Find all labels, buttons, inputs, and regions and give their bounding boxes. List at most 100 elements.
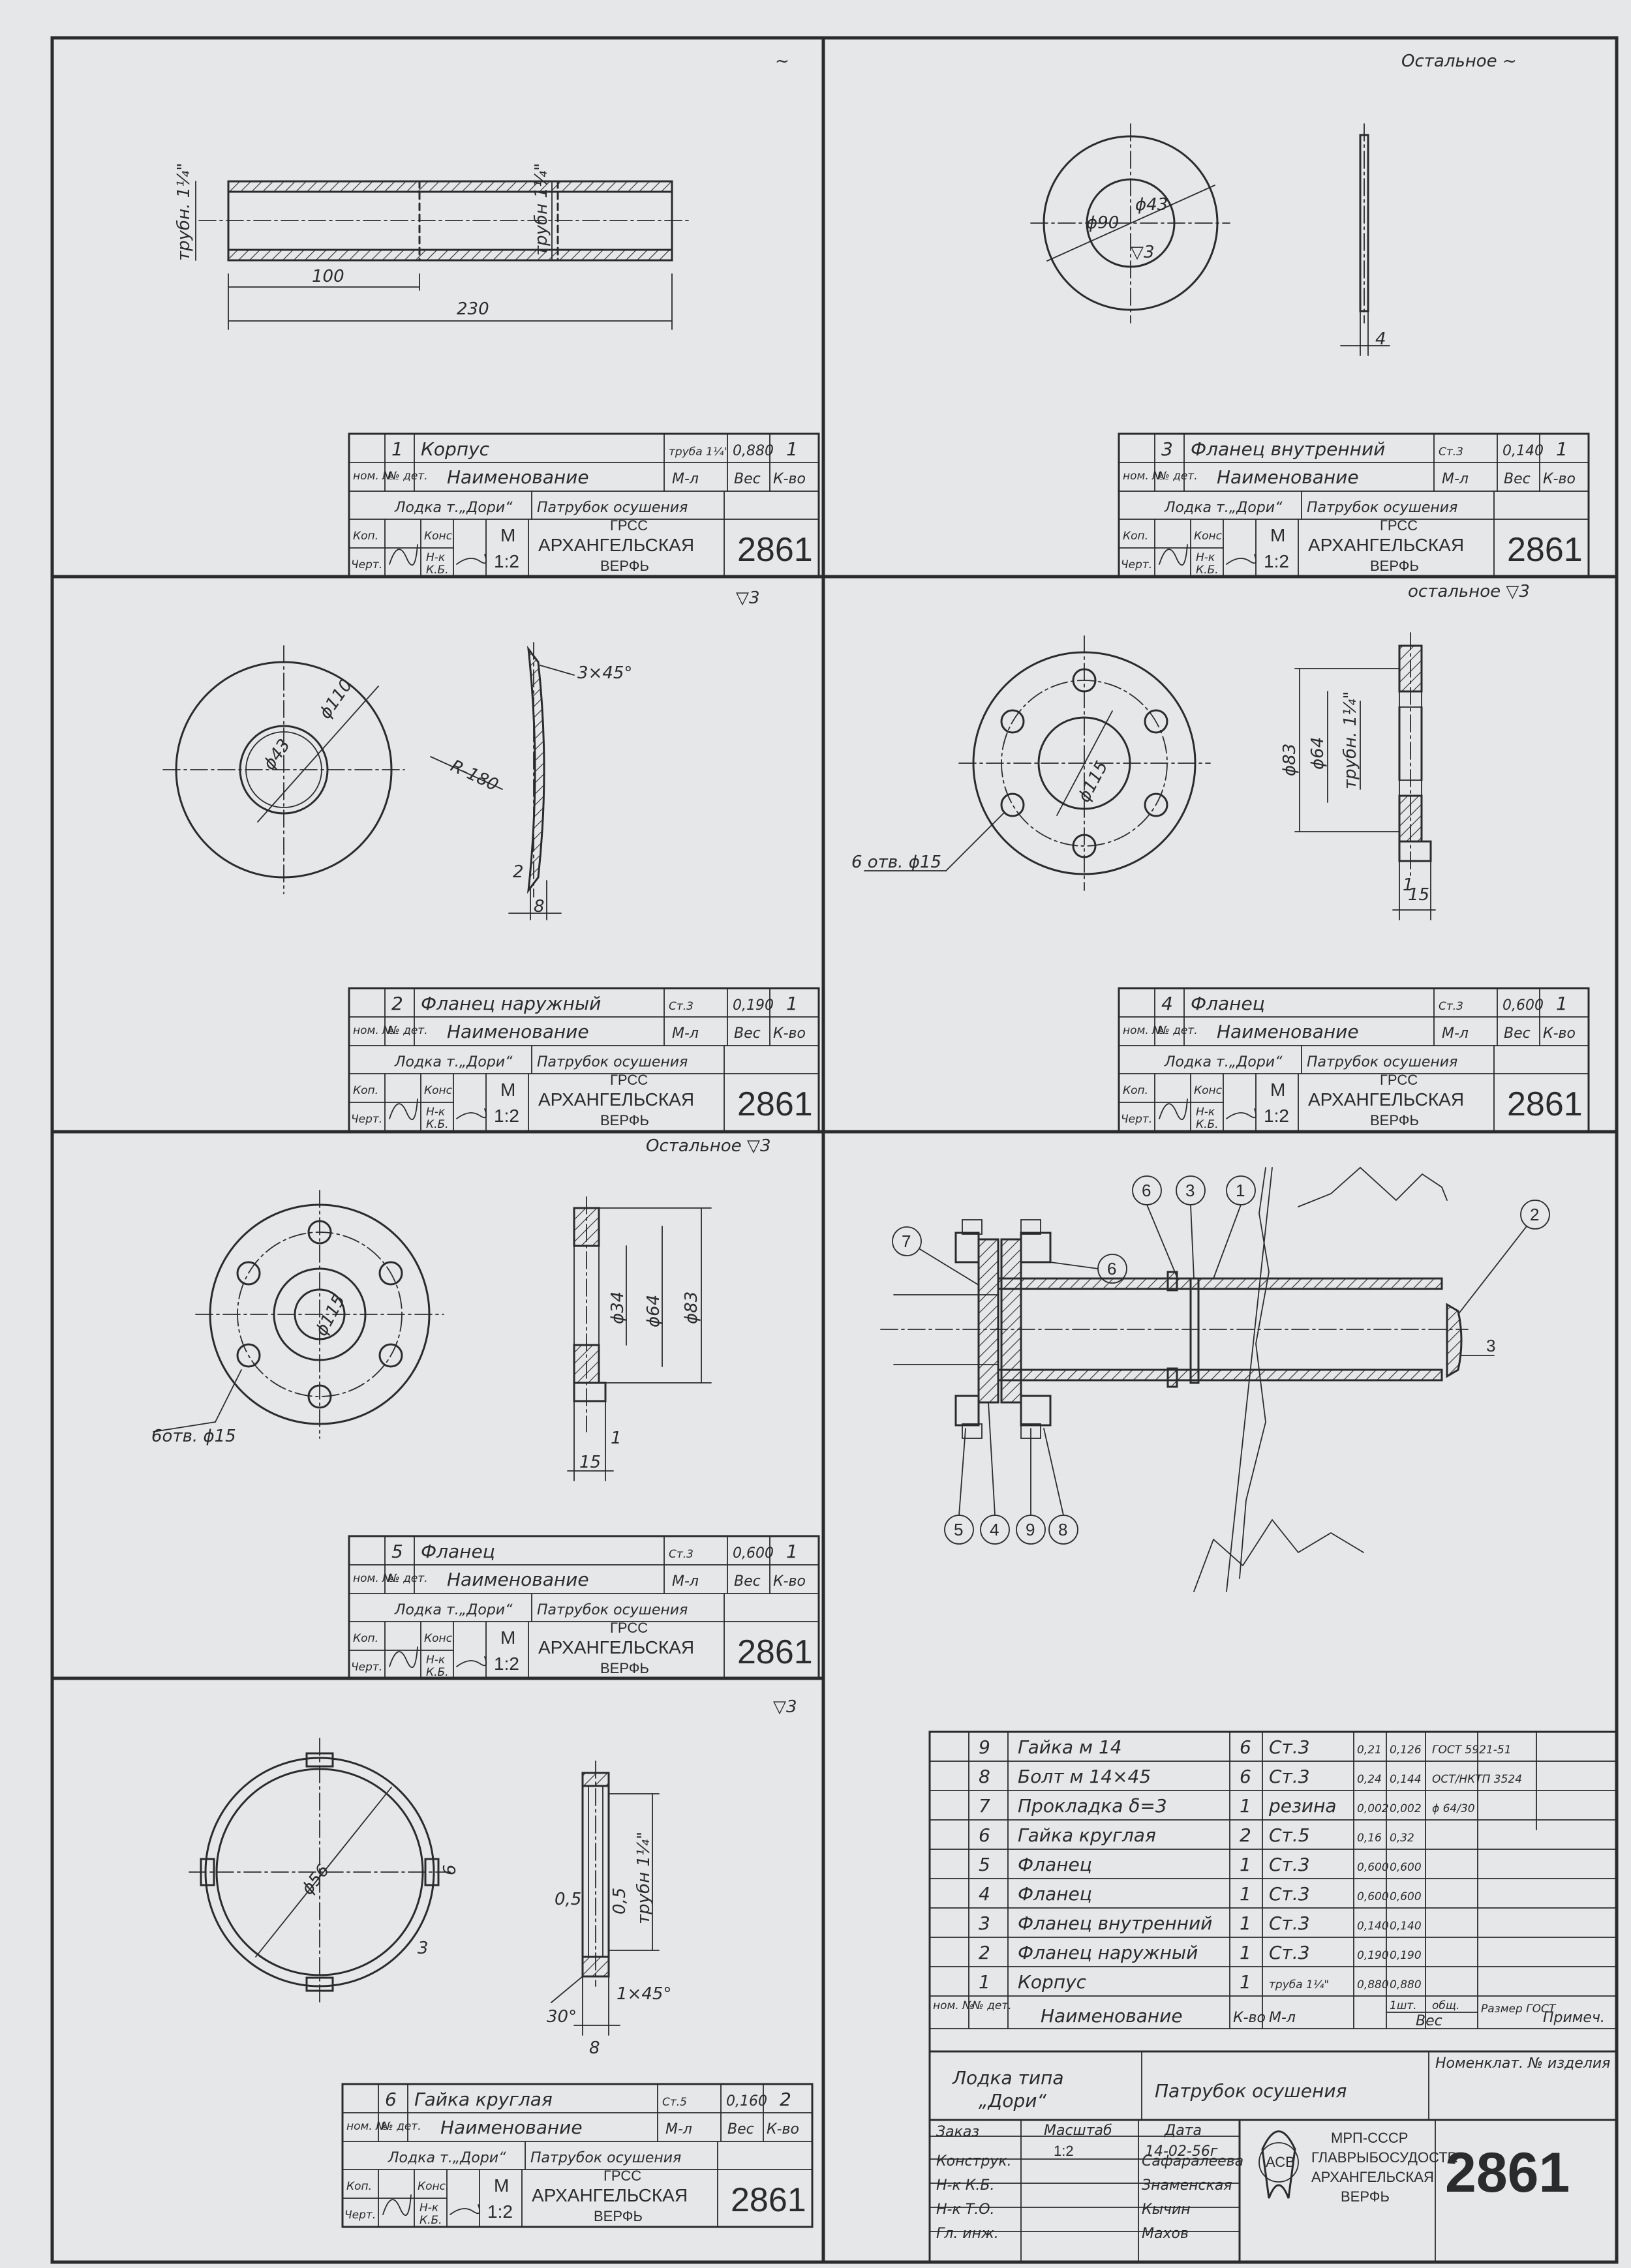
- bom-hdr-size: Размер ГОСТ: [1481, 2003, 1557, 2016]
- part-4-material: Ст.3: [1439, 1000, 1463, 1013]
- p2-dia-43: ϕ43: [260, 736, 294, 774]
- p5-dim-15: 15: [579, 1453, 601, 1472]
- p4-note: остальное ▽3: [1408, 582, 1530, 601]
- bom-row-weight-total: 0,140: [1390, 1920, 1422, 1933]
- bom-row-qty: 1: [1240, 1913, 1251, 1934]
- hdr-qty: К-во: [773, 1573, 806, 1590]
- bom-row-qty: 1: [1240, 1942, 1251, 1963]
- bom-row-weight-1: 0,190: [1357, 1949, 1389, 1962]
- hdr-name: Наименование: [447, 1569, 589, 1590]
- part-6-no: 6: [385, 2089, 397, 2110]
- scale-value: 1:2: [494, 1654, 519, 1674]
- bom-assembly: Патрубок осушения: [1155, 2080, 1347, 2102]
- bom-role-name: Сафаралеева: [1142, 2153, 1243, 2170]
- part-5-weight: 0,600: [733, 1545, 774, 1562]
- org-short: ГРСС: [1380, 1072, 1418, 1088]
- hdr-qty: К-во: [767, 2121, 799, 2138]
- hdr-qty: К-во: [1543, 1025, 1576, 1042]
- p2-dim-8: 8: [534, 897, 545, 916]
- part-1-title-block: 1 Корпус труба 1¼" 0,880 1 ном. № № дет.…: [348, 432, 820, 578]
- org-line-2: ВЕРФЬ: [594, 2208, 643, 2224]
- bom-row-weight-total: 0,32: [1390, 1832, 1414, 1845]
- p5-dia-34: ϕ34: [608, 1292, 628, 1324]
- kb-label: К.Б.: [1196, 564, 1219, 577]
- org-short: ГРСС: [610, 1620, 648, 1636]
- part-2-material: Ст.3: [669, 1000, 694, 1013]
- p6-note: ▽3: [773, 1697, 797, 1717]
- hdr-weight: Вес: [734, 1573, 761, 1590]
- bom-org-4: ВЕРФЬ: [1341, 2188, 1390, 2205]
- p6-w1: 0,5: [555, 1890, 581, 1909]
- p1-dim-100: 100: [312, 267, 344, 286]
- bom-org-3: АРХАНГЕЛЬСКАЯ: [1311, 2169, 1434, 2185]
- bom-hdr-note: Примеч.: [1543, 2010, 1605, 2026]
- p5-note: Остальное ▽3: [646, 1136, 770, 1156]
- bom-row-no: 6: [979, 1824, 990, 1846]
- hdr-name: Наименование: [1217, 466, 1359, 488]
- bom-row-material: резина: [1268, 1795, 1337, 1817]
- bom-row-weight-1: 0,24: [1357, 1773, 1382, 1786]
- hdr-nom: ном. №: [353, 1572, 394, 1585]
- bom-row-material: Ст.3: [1269, 1736, 1310, 1758]
- p1-pipe-label: трубн. 1¼": [174, 163, 194, 261]
- boat-name: Лодка т.„Дори“: [394, 500, 513, 516]
- p5-dia-83: ϕ83: [682, 1292, 701, 1324]
- hdr-qty: К-во: [773, 1025, 806, 1042]
- bom-boat-1: Лодка типа: [952, 2067, 1064, 2089]
- p6-pipe: трубн 1¼": [634, 1832, 654, 1924]
- bom-boat-2: „Дори“: [979, 2090, 1046, 2111]
- part-1-qty: 1: [786, 438, 798, 460]
- org-line-1: АРХАНГЕЛЬСКАЯ: [532, 2185, 688, 2205]
- hdr-mat: М-л: [1442, 1025, 1469, 1042]
- kop-label: Коп.: [353, 1632, 378, 1645]
- bom-row-standard: ГОСТ 5921-51: [1432, 1744, 1512, 1757]
- hdr-nom: ном. №: [353, 470, 394, 483]
- chert-label: Черт.: [351, 1113, 382, 1126]
- bom-scale-label: Масштаб: [1044, 2123, 1112, 2139]
- bom-row-material: Ст.3: [1269, 1766, 1310, 1787]
- bom-scale: 1:2: [1054, 2143, 1074, 2159]
- bom-row-name: Фланец внутренний: [1018, 1913, 1212, 1934]
- bom-row-material: Ст.3: [1269, 1883, 1310, 1905]
- chert-label: Черт.: [351, 1661, 382, 1674]
- callout-5: 5: [954, 1520, 963, 1539]
- part-4-name: Фланец: [1191, 993, 1265, 1014]
- hdr-mat: М-л: [672, 1573, 699, 1590]
- bom-row-weight-total: 0,600: [1390, 1861, 1422, 1874]
- bom-hdr-name: Наименование: [1041, 2005, 1183, 2027]
- part-6-name: Гайка круглая: [414, 2089, 553, 2110]
- bom-org-2: ГЛАВРЫБОСУДОСТР.: [1311, 2149, 1458, 2166]
- bom-drawing-number: 2861: [1445, 2141, 1570, 2204]
- signature-2: [456, 1656, 487, 1667]
- callout-4: 4: [990, 1520, 999, 1539]
- part-3-drawing: [1030, 123, 1390, 356]
- p5-holes: 6отв. ϕ15: [151, 1427, 236, 1446]
- kb-label: К.Б.: [419, 2214, 442, 2227]
- bom-role-name: Кычин: [1142, 2201, 1191, 2218]
- p4-dia-64: ϕ64: [1308, 737, 1328, 770]
- kop-label: Коп.: [353, 530, 378, 543]
- hdr-name: Наименование: [1217, 1021, 1359, 1042]
- bom-hdr-qty: К-во: [1233, 2010, 1266, 2026]
- p6-dim-8: 8: [589, 2038, 600, 2058]
- org-line-1: АРХАНГЕЛЬСКАЯ: [1308, 535, 1464, 555]
- hdr-mat: М-л: [1442, 471, 1469, 487]
- signature-1: [1159, 544, 1188, 566]
- bom-row-material: Ст.3: [1269, 1942, 1310, 1963]
- p4-dim-1: 1: [1403, 875, 1414, 895]
- part-5-no: 5: [391, 1541, 403, 1562]
- bom-row-material: Ст.5: [1269, 1824, 1310, 1846]
- bom-row-weight-total: 0,600: [1390, 1890, 1422, 1903]
- bom-nomen: Номенклат. № изделия: [1435, 2055, 1610, 2072]
- hdr-weight: Вес: [734, 471, 761, 487]
- p3-roughness: ▽3: [1131, 243, 1155, 262]
- bom-role-name: Махов: [1142, 2226, 1189, 2242]
- part-5-material: Ст.3: [669, 1548, 694, 1561]
- bom-row-name: Фланец наружный: [1018, 1942, 1198, 1963]
- hdr-nom: ном. №: [346, 2120, 388, 2133]
- scale-label: М: [1270, 525, 1285, 545]
